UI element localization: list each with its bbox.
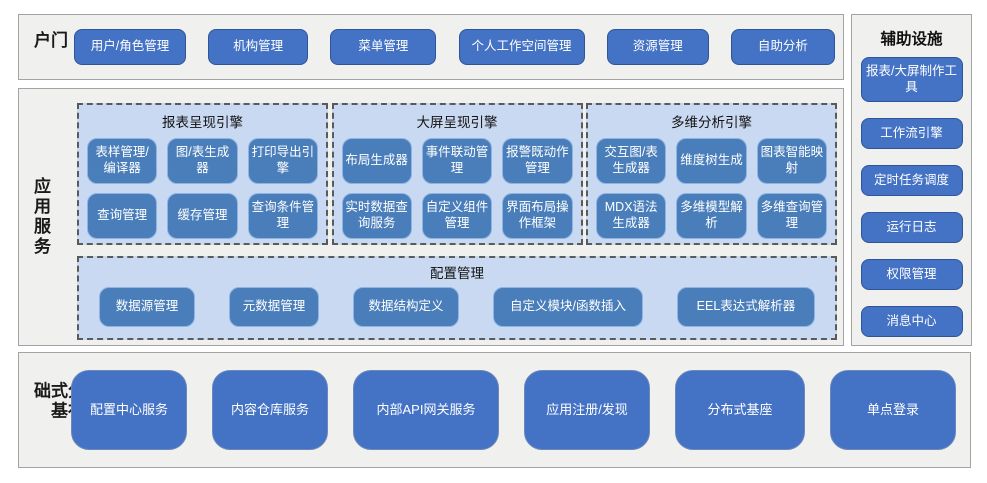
config-item-structure[interactable]: 数据结构定义 [353,287,459,327]
portal-label: 门户 [31,31,67,51]
engine-olap-item[interactable]: 多维模型解析 [676,193,747,239]
dist-button-config-center[interactable]: 配置中心服务 [71,370,187,450]
aux-button-permission[interactable]: 权限管理 [860,259,963,290]
engine-report-item[interactable]: 表样管理/编译器 [87,138,158,184]
engine-olap-item[interactable]: 维度树生成 [676,138,747,184]
engine-dashboard-item[interactable]: 事件联动管理 [421,138,493,184]
engine-olap-title: 多维分析引擎 [671,115,752,130]
engine-olap: 多维分析引擎 交互图/表生成器 维度树生成 图表智能映射 MDX语法生成器 多维… [586,103,837,245]
portal-button-selfservice[interactable]: 自助分析 [730,29,835,65]
engine-dashboard-title: 大屏呈现引擎 [416,115,498,130]
dist-button-distributed-base[interactable]: 分布式基座 [675,370,805,450]
aux-button-message-center[interactable]: 消息中心 [860,306,963,337]
portal-button-workspace[interactable]: 个人工作空间管理 [458,29,585,65]
dist-button-app-registry[interactable]: 应用注册/发现 [524,370,650,450]
engine-report-item[interactable]: 缓存管理 [167,193,238,239]
engine-dashboard-grid: 布局生成器 事件联动管理 报警既动作管理 实时数据查询服务 自定义组件管理 界面… [341,138,573,239]
engine-dashboard-item[interactable]: 实时数据查询服务 [341,193,412,239]
portal-button-org[interactable]: 机构管理 [208,29,309,65]
engine-report-item[interactable]: 查询管理 [87,193,158,239]
portal-button-menu[interactable]: 菜单管理 [330,29,437,65]
engine-dashboard: 大屏呈现引擎 布局生成器 事件联动管理 报警既动作管理 实时数据查询服务 自定义… [331,103,583,245]
engine-dashboard-item[interactable]: 报警既动作管理 [502,138,573,184]
dist-button-api-gateway[interactable]: 内部API网关服务 [353,370,499,450]
engine-row: 报表呈现引擎 表样管理/编译器 图/表生成器 打印导出引擎 查询管理 缓存管理 … [77,103,837,245]
engine-report-grid: 表样管理/编译器 图/表生成器 打印导出引擎 查询管理 缓存管理 查询条件管理 [87,138,318,239]
portal-panel: 门户 用户/角色管理 机构管理 菜单管理 个人工作空间管理 资源管理 自助分析 [18,14,844,80]
config-management-box: 配置管理 数据源管理 元数据管理 数据结构定义 自定义模块/函数插入 EEL表达… [77,256,837,340]
engine-report-item[interactable]: 查询条件管理 [247,193,318,239]
config-button-row: 数据源管理 元数据管理 数据结构定义 自定义模块/函数插入 EEL表达式解析器 [99,284,815,330]
config-item-eel-parser[interactable]: EEL表达式解析器 [677,287,815,327]
auxiliary-button-column: 报表/大屏制作工具 工作流引擎 定时任务调度 运行日志 权限管理 消息中心 [852,57,971,337]
engine-report-title: 报表呈现引擎 [162,115,243,130]
dist-button-sso[interactable]: 单点登录 [830,370,956,450]
config-management-title: 配置管理 [430,266,484,281]
engine-report-item[interactable]: 图/表生成器 [167,138,238,184]
engine-olap-item[interactable]: MDX语法生成器 [596,193,667,239]
portal-button-row: 用户/角色管理 机构管理 菜单管理 个人工作空间管理 资源管理 自助分析 [74,15,835,79]
auxiliary-title: 辅助设施 [880,31,943,48]
engine-olap-item[interactable]: 多维查询管理 [756,193,827,239]
aux-button-authoring-tool[interactable]: 报表/大屏制作工具 [860,57,963,102]
aux-button-runlog[interactable]: 运行日志 [860,212,963,243]
engine-olap-item[interactable]: 交互图/表生成器 [596,138,667,184]
engine-olap-item[interactable]: 图表智能映射 [756,138,827,184]
config-item-datasource[interactable]: 数据源管理 [99,287,195,327]
engine-dashboard-item[interactable]: 界面布局操作框架 [502,193,573,239]
portal-button-user-role[interactable]: 用户/角色管理 [74,29,186,65]
app-services-label: 应用服务 [31,177,50,257]
distributed-base-panel: 分布式基础 配置中心服务 内容仓库服务 内部API网关服务 应用注册/发现 分布… [18,352,971,468]
distributed-button-row: 配置中心服务 内容仓库服务 内部API网关服务 应用注册/发现 分布式基座 单点… [71,353,956,467]
auxiliary-panel: 辅助设施 报表/大屏制作工具 工作流引擎 定时任务调度 运行日志 权限管理 消息… [851,14,972,346]
config-item-metadata[interactable]: 元数据管理 [229,287,319,327]
aux-button-workflow[interactable]: 工作流引擎 [860,118,963,149]
engine-report-item[interactable]: 打印导出引擎 [247,138,318,184]
engine-report: 报表呈现引擎 表样管理/编译器 图/表生成器 打印导出引擎 查询管理 缓存管理 … [77,103,328,245]
aux-button-scheduler[interactable]: 定时任务调度 [860,165,963,196]
config-item-module-function[interactable]: 自定义模块/函数插入 [493,287,643,327]
engine-dashboard-item[interactable]: 自定义组件管理 [421,193,493,239]
portal-button-resource[interactable]: 资源管理 [606,29,709,65]
dist-button-content-repo[interactable]: 内容仓库服务 [212,370,328,450]
engine-olap-grid: 交互图/表生成器 维度树生成 图表智能映射 MDX语法生成器 多维模型解析 多维… [596,138,827,239]
engine-dashboard-item[interactable]: 布局生成器 [341,138,412,184]
app-services-panel: 应用服务 报表呈现引擎 表样管理/编译器 图/表生成器 打印导出引擎 查询管理 … [18,88,844,346]
